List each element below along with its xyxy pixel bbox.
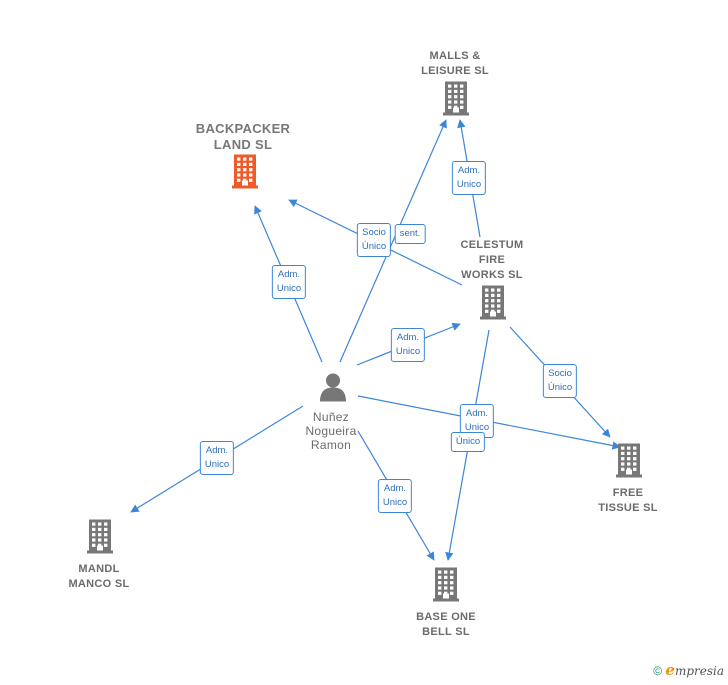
- brand-logo: empresia: [665, 661, 724, 679]
- building-icon-malls[interactable]: [443, 81, 469, 121]
- node-label-person[interactable]: Nuñez Nogueira Ramon: [305, 410, 357, 452]
- edge-label-person-to-baseone[interactable]: Adm. Unico: [377, 479, 413, 513]
- person-icon-person[interactable]: [318, 372, 348, 407]
- building-icon-free[interactable]: [616, 443, 642, 483]
- building-icon-celestum[interactable]: [480, 285, 506, 325]
- node-label-baseone[interactable]: BASE ONE BELL SL: [416, 611, 476, 638]
- building-icon-mandl[interactable]: [87, 519, 113, 559]
- edge-label-celestum-to-baseone[interactable]: Único: [450, 432, 486, 452]
- edge-person-to-malls: [339, 119, 447, 363]
- node-label-mandl[interactable]: MANDL MANCO SL: [68, 563, 130, 590]
- building-icon-baseone[interactable]: [433, 567, 459, 607]
- edge-label-person-to-mandl[interactable]: Adm. Unico: [199, 441, 235, 475]
- node-label-backpacker[interactable]: BACKPACKER LAND SL: [195, 121, 291, 152]
- building-icon-backpacker[interactable]: [232, 154, 258, 194]
- node-label-free[interactable]: FREE TISSUE SL: [598, 487, 658, 514]
- edge-label-celestum-to-malls[interactable]: Adm. Unico: [451, 161, 487, 195]
- edge-label-person-to-backpacker[interactable]: Adm. Unico: [271, 265, 307, 299]
- node-label-celestum[interactable]: CELESTUM FIRE WORKS SL: [460, 239, 524, 281]
- edge-label-celestum-to-backpacker[interactable]: sent.: [394, 224, 426, 244]
- footer-brand: © empresia: [653, 661, 724, 679]
- node-label-malls[interactable]: MALLS & LEISURE SL: [421, 50, 489, 77]
- edge-label-celestum-to-free[interactable]: Socio Único: [542, 364, 578, 398]
- edge-label-person-to-celestum[interactable]: Adm. Unico: [390, 328, 426, 362]
- copyright-icon: ©: [653, 664, 663, 678]
- edge-label-person-to-malls[interactable]: Socio Único: [356, 223, 392, 257]
